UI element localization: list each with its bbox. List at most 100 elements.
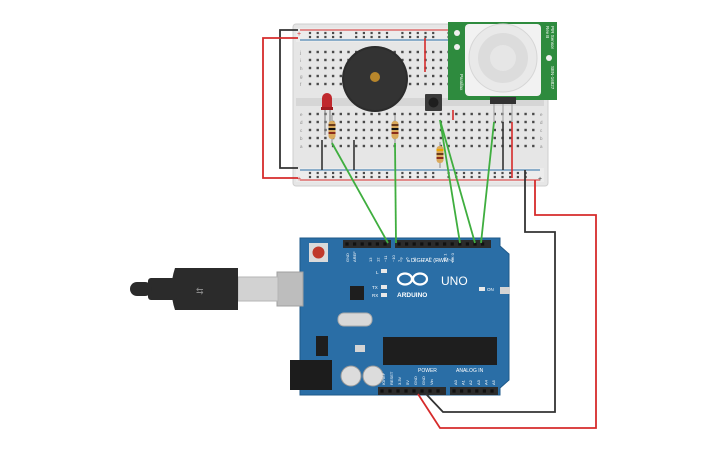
breadboard-hole (509, 120, 512, 124)
header-hole (428, 389, 432, 393)
power-jack[interactable] (290, 360, 332, 390)
breadboard-hole (439, 144, 443, 148)
breadboard-hole (455, 136, 458, 140)
breadboard-hole (432, 120, 435, 124)
rail-hole (424, 35, 427, 39)
breadboard-hole (362, 112, 366, 116)
pin-label-digital: 12 (376, 257, 381, 262)
rail-hole (308, 171, 312, 175)
wire-black-gnd[interactable] (425, 170, 556, 413)
power-label: POWER (418, 368, 437, 374)
header-hole (412, 389, 416, 393)
rail-hole (324, 35, 327, 39)
header-hole (388, 389, 392, 393)
row-letter: a (540, 144, 543, 149)
breadboard-hole (424, 136, 427, 140)
breadboard-hole (532, 144, 535, 148)
wire-green-button-2[interactable] (439, 119, 476, 244)
red-led[interactable] (321, 93, 333, 135)
breadboard-hole (370, 136, 373, 140)
header-hole (396, 389, 400, 393)
rail-hole (339, 175, 342, 179)
row-letter: c (300, 128, 303, 133)
breadboard-hole (355, 112, 358, 116)
pin-label-digital: ~6 (405, 257, 410, 262)
usb-cable[interactable]: ⇆ (130, 268, 279, 310)
rail-hole (324, 175, 327, 179)
breadboard-hole (316, 144, 319, 148)
analog-header[interactable] (450, 387, 498, 395)
resistor-button-band-3 (436, 157, 444, 159)
breadboard-hole (516, 144, 520, 148)
smd-part (355, 345, 365, 352)
breadboard-hole (485, 120, 489, 124)
breadboard-hole (424, 112, 427, 116)
wire-red-rail-link[interactable] (262, 37, 298, 179)
breadboard-hole (470, 120, 473, 124)
breadboard-hole (416, 136, 419, 140)
rail-hole (409, 171, 412, 175)
breadboard-hole (316, 58, 319, 62)
pushbutton[interactable] (425, 94, 442, 111)
rail-hole (409, 31, 412, 35)
rail-hole (432, 175, 435, 179)
pin-label-digital: 7 (397, 259, 402, 262)
pir-sensor[interactable]: PIR Sensor Rev B SEN-16827 Parallax (448, 22, 557, 122)
usb-port[interactable] (276, 271, 304, 307)
breadboard-hole (401, 120, 404, 124)
breadboard-hole (509, 112, 512, 116)
breadboard-hole (308, 144, 312, 148)
rail-hole (462, 175, 466, 179)
arduino-uno[interactable]: UNO ARDUINO DIGITAL (PWM~) POWER ANALOG … (276, 237, 510, 396)
wire-green-buzzer[interactable] (394, 142, 397, 244)
header-hole (465, 242, 469, 246)
breadboard-hole (432, 144, 435, 148)
header-hole (482, 389, 486, 393)
breadboard-hole (316, 112, 319, 116)
pin-label-power: IOREF (381, 372, 386, 385)
led-tx (381, 285, 387, 289)
breadboard-hole (355, 128, 358, 132)
breadboard-hole (432, 74, 435, 78)
rail-hole (316, 175, 319, 179)
arduino-logo (396, 272, 429, 286)
header-hole (420, 242, 424, 246)
resistor-buzzer-band-1 (391, 124, 399, 126)
breadboard-hole (408, 74, 412, 78)
reset-button[interactable] (312, 246, 325, 259)
resistor-led-band-1 (328, 124, 336, 126)
resistor-buzzer[interactable] (391, 115, 399, 145)
header-hole (383, 242, 387, 246)
pir-mount-hole-1 (454, 30, 460, 36)
wire-green-led[interactable] (331, 142, 389, 244)
pin-label-digital: 4 (420, 259, 425, 262)
rail-hole (332, 175, 335, 179)
breadboard-hole (408, 120, 412, 124)
rail-hole (339, 171, 342, 175)
wire-green-button[interactable] (439, 119, 461, 244)
row-letter: d (540, 120, 543, 125)
rail-hole (432, 171, 435, 175)
wire-black-rail-link[interactable] (279, 29, 298, 169)
breadboard-hole (347, 136, 350, 140)
power-header[interactable] (378, 387, 446, 395)
breadboard-hole (432, 128, 435, 132)
wire-green-pir[interactable] (480, 121, 495, 244)
piezo-buzzer[interactable] (342, 46, 408, 112)
resistor-button[interactable] (436, 142, 444, 168)
rail-hole (493, 175, 496, 179)
breadboard-hole (470, 128, 473, 132)
header-hole (450, 242, 454, 246)
breadboard-hole (316, 66, 319, 70)
digital-header-left[interactable] (343, 240, 391, 248)
resistor-led[interactable] (328, 115, 336, 145)
wire-red-5v[interactable] (417, 180, 597, 429)
rail-hole (470, 175, 473, 179)
breadboard-hole (316, 136, 319, 140)
breadboard-hole (378, 112, 381, 116)
row-letter: b (300, 136, 303, 141)
header-hole (427, 242, 431, 246)
header-hole (452, 389, 456, 393)
